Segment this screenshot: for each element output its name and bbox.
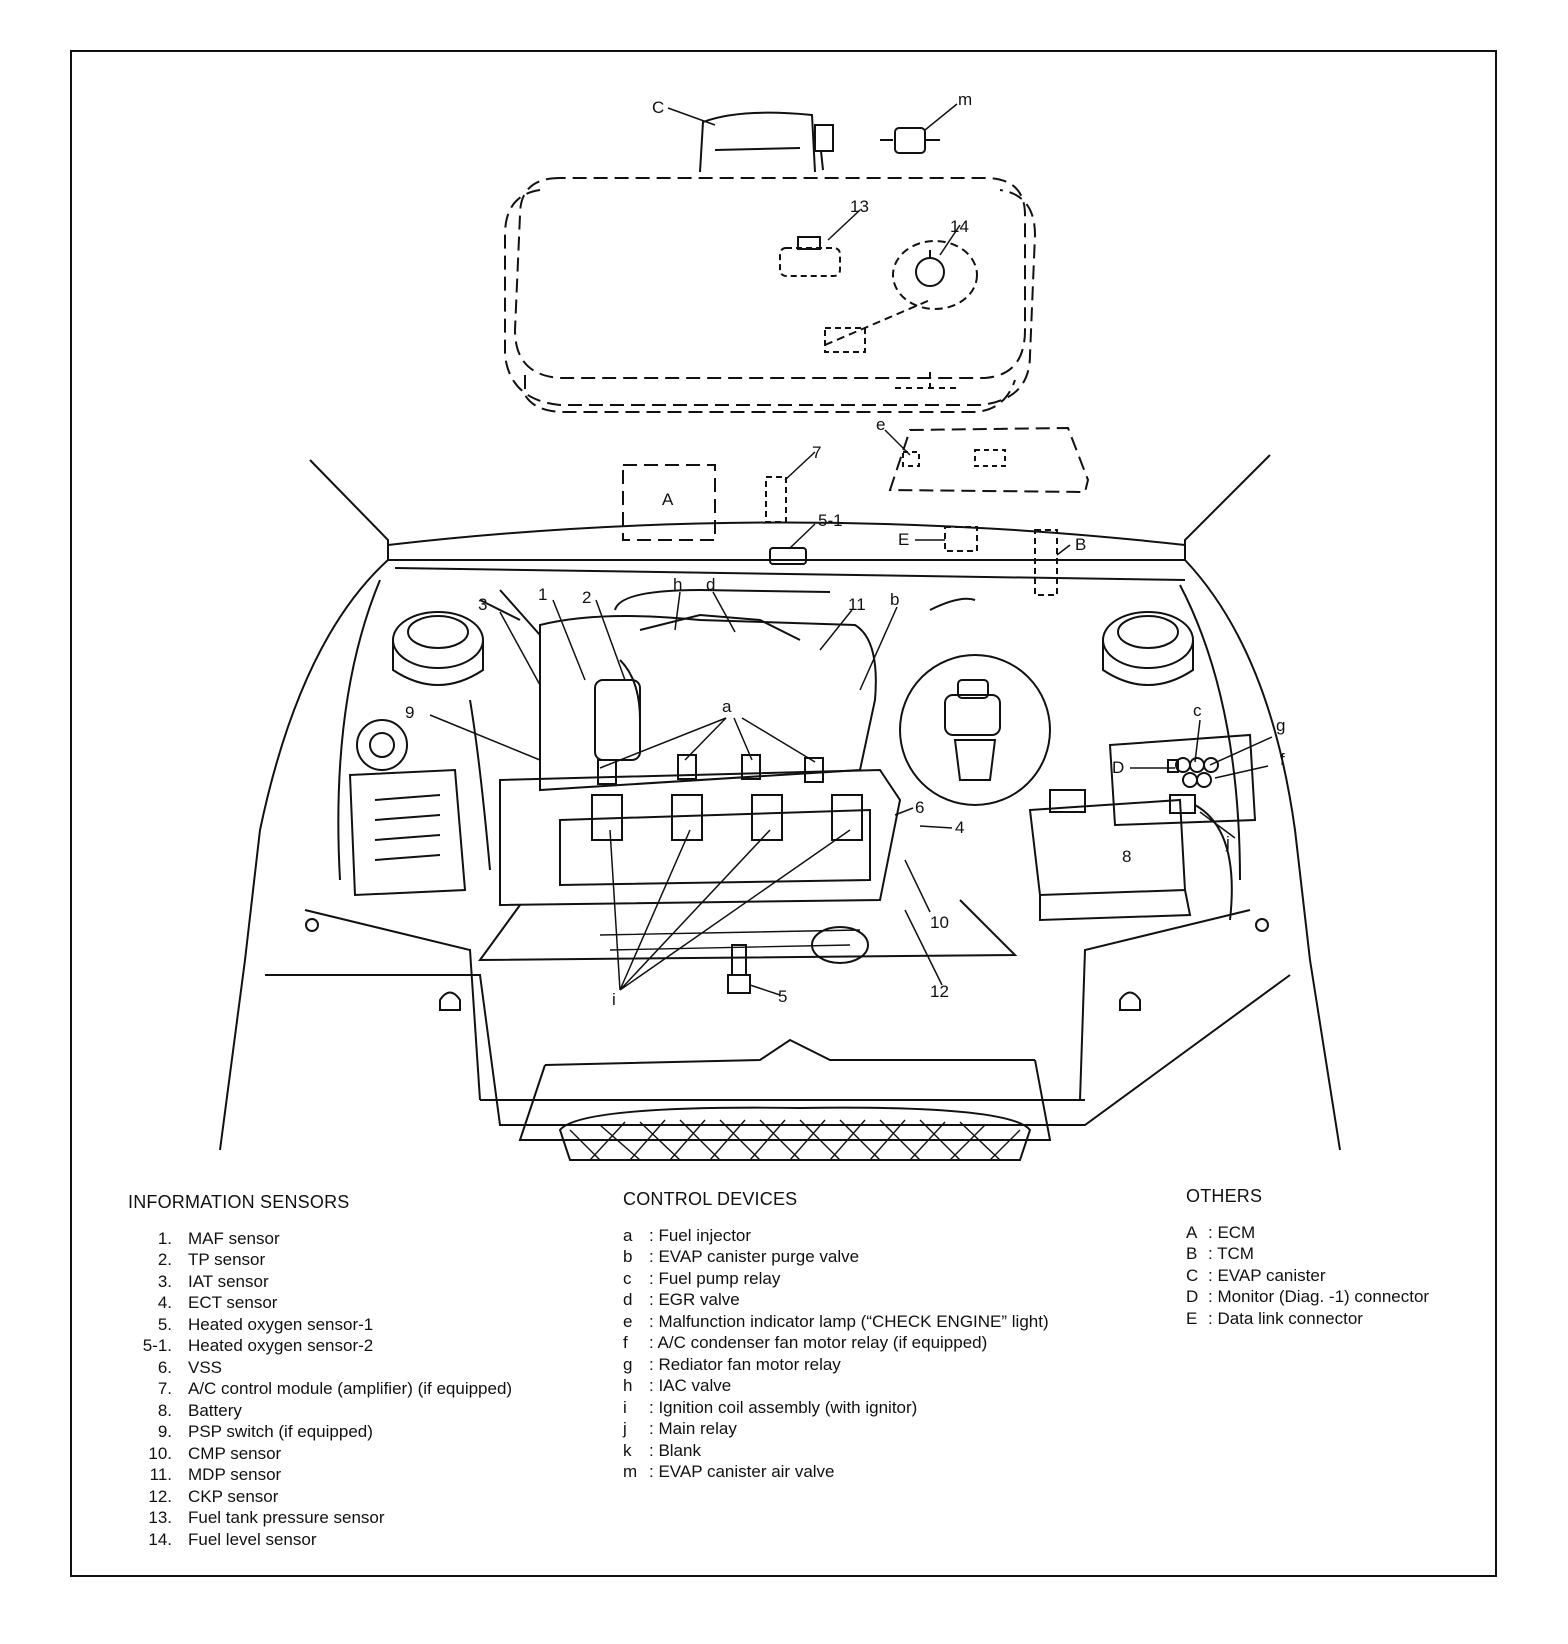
evap-canister [699,111,834,173]
list-item: 11.MDP sensor [149,1465,282,1484]
callout-labels: C m 13 14 e 7 A 5-1 E B 3 1 2 h d 11 b a… [405,90,1285,1009]
callout-E: E [898,530,909,549]
list-item: f: A/C condenser fan motor relay (if equ… [623,1333,988,1352]
engine [469,588,1018,962]
callout-5-1: 5-1 [818,511,843,530]
ecm-outline [622,464,716,541]
diagram-frame [70,50,1497,1577]
front-grille [558,1106,1032,1161]
callout-3: 3 [478,595,487,614]
callout-5: 5 [778,987,787,1006]
evap-air-valve [880,127,940,154]
callout-12: 12 [930,982,949,1001]
callout-f: f [1280,750,1285,769]
leader-lines [429,103,1273,996]
legend-others: OTHERS A: ECM B: TCM C: EVAP canister D:… [1186,1186,1429,1329]
list-item: 5.Heated oxygen sensor-1 [157,1314,374,1334]
callout-11: 11 [848,595,866,614]
list-item: d: EGR valve [623,1290,740,1309]
list-item: j: Main relay [623,1419,737,1438]
list-item: 4.ECT sensor [157,1293,278,1312]
callout-14: 14 [950,217,969,236]
callout-A: A [662,490,674,509]
legend-title: CONTROL DEVICES [623,1189,798,1209]
list-item: A: ECM [1186,1222,1256,1242]
heated-oxygen-sensor-1 [727,944,751,994]
list-item: E: Data link connector [1186,1308,1363,1328]
list-item: 12.CKP sensor [148,1486,279,1506]
relay-box [1108,733,1257,827]
fuel-tank-pressure-sensor [779,236,841,277]
callout-2: 2 [582,588,591,607]
list-item: b: EVAP canister purge valve [623,1247,860,1266]
legend-control-devices: CONTROL DEVICES a: Fuel injector b: EVAP… [623,1189,1049,1483]
list-item: 5-1.Heated oxygen sensor-2 [142,1336,374,1355]
list-item: 8.Battery [157,1400,242,1420]
list-item: C: EVAP canister [1186,1265,1326,1285]
callout-i: i [612,990,616,1009]
list-item: 9.PSP switch (if equipped) [157,1422,373,1441]
list-item: 10.CMP sensor [148,1443,282,1463]
callout-1: 1 [538,585,547,604]
battery [1028,789,1233,922]
callout-6: 6 [915,798,924,817]
list-item: 7.A/C control module (amplifier) (if equ… [157,1379,513,1398]
list-item: B: TCM [1186,1244,1254,1263]
fuel-injectors [597,754,824,785]
vehicle-body [219,454,1341,1151]
list-item: c: Fuel pump relay [623,1268,781,1288]
callout-13: 13 [850,197,869,216]
callout-4: 4 [955,818,964,837]
callout-m: m [958,90,972,109]
callout-h: h [673,575,682,594]
list-item: a: Fuel injector [623,1225,752,1245]
list-item: m: EVAP canister air valve [623,1462,835,1481]
list-item: i: Ignition coil assembly (with ignitor) [623,1397,918,1417]
legend-title: OTHERS [1186,1186,1263,1206]
list-item: h: IAC valve [623,1376,732,1395]
list-item: 1.MAF sensor [157,1228,280,1248]
list-item: D: Monitor (Diag. -1) connector [1186,1287,1430,1306]
callout-a: a [722,697,732,716]
callout-C: C [652,98,664,117]
fuel-tank [504,177,1037,413]
list-item: 2.TP sensor [157,1250,266,1269]
list-item: 14.Fuel level sensor [148,1529,317,1549]
callout-8: 8 [1122,847,1131,866]
callout-D: D [1112,758,1124,777]
callout-j: j [1225,833,1230,852]
list-item: e: Malfunction indicator lamp (“CHECK EN… [623,1311,1049,1331]
callout-d: d [706,575,715,594]
fuel-level-sensor [824,240,978,353]
list-item: g: Rediator fan motor relay [623,1354,841,1374]
callout-9: 9 [405,703,414,722]
callout-e: e [876,415,885,434]
list-item: 13.Fuel tank pressure sensor [148,1508,385,1527]
list-item: 3.IAT sensor [157,1271,269,1291]
callout-c: c [1193,701,1202,720]
list-item: k: Blank [623,1440,701,1460]
callout-7: 7 [812,443,821,462]
legend-title: INFORMATION SENSORS [128,1192,350,1212]
callout-b: b [890,590,899,609]
air-cleaner [348,719,467,897]
brake-booster [899,654,1051,806]
ignition-coils [591,794,863,841]
list-item: 6.VSS [157,1357,223,1377]
callout-g: g [1276,716,1285,735]
legend-information-sensors: INFORMATION SENSORS 1.MAF sensor 2.TP se… [128,1192,512,1550]
callout-B: B [1075,535,1086,554]
instrument-cluster-outline [888,426,1090,494]
callout-10: 10 [930,913,949,932]
